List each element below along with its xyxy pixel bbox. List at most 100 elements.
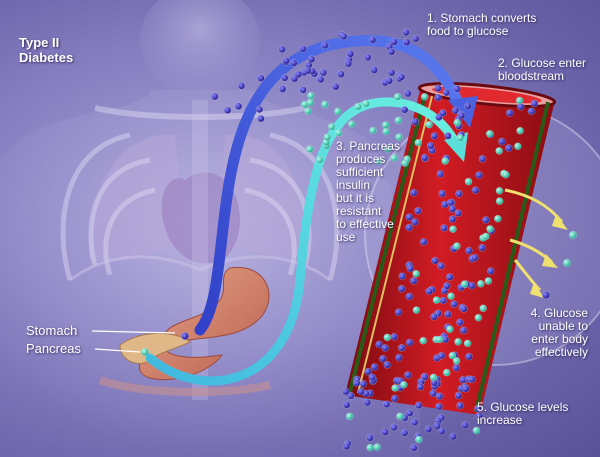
glucose-molecule [363,53,372,62]
glucose-molecule [390,332,399,341]
glucose-molecule [381,428,389,436]
insulin-molecule [484,277,493,285]
insulin-molecule [305,145,314,153]
step-3-line-7: to effective [336,217,394,231]
glucose-molecule [475,171,484,179]
insulin-molecule [502,170,510,179]
escape-arrowheads [530,214,568,298]
glucose-molecule [530,99,539,108]
insulin-molecules [140,91,578,452]
glucose-molecule [404,89,412,98]
insulin-molecule [568,230,578,240]
glucose-molecule [342,400,351,409]
insulin-molecule [327,123,336,131]
glucose-molecule [505,144,513,152]
glucose-molecule [387,47,396,56]
step-3-line-1: 3. Pancreas [336,139,401,153]
glucose-molecule [404,371,412,379]
step-1-line-2: food to glucose [427,24,509,38]
insulin-molecule [323,133,332,141]
insulin-molecule [486,225,494,233]
insulin-molecule [562,258,572,268]
insulin-molecule [420,93,429,101]
glucose-molecule [457,111,466,120]
lungs [89,134,306,262]
insulin-molecule [449,225,457,233]
glucose-molecule [339,32,348,41]
insulin-molecule [442,368,451,377]
glucose-molecule [357,387,365,396]
glucose-molecule [400,105,409,114]
glucose-molecule [461,421,469,430]
insulin-molecule [362,99,370,108]
glucose-molecule [459,326,468,335]
glucose-molecule [468,375,476,384]
glucose-molecule [294,70,303,79]
insulin-molecule [463,339,472,348]
insulin-molecule [306,98,315,107]
insulin-molecule [516,126,524,135]
glucose-molecule [474,404,482,413]
step-5-line-1: 5. Glucose levels [477,400,569,414]
insulin-molecule [456,134,465,142]
glucose-molecule [410,418,419,427]
insulin-molecule [333,107,342,116]
insulin-molecule [513,142,522,151]
glucose-molecule [439,296,448,305]
insulin-molecule [419,336,428,345]
glucose-molecule [414,207,422,215]
insulin-molecule [383,333,392,342]
glucose-molecule [420,153,429,162]
insulin-molecule [447,292,455,301]
glucose-molecule [448,215,457,223]
glucose-molecule [440,224,448,232]
glucose-molecule [411,118,420,126]
insulin-molecule [140,347,150,357]
glucose-molecule [391,394,399,403]
glucose-molecule [257,114,265,123]
glucose-molecule [397,344,406,352]
insulin-molecule [373,443,382,451]
glucose-molecule [478,155,487,163]
insulin-molecule [347,120,356,128]
step-4-label: 4. Glucose unable to enter body effectiv… [531,307,588,359]
glucose-molecule [402,28,410,37]
insulin-molecule [453,118,462,127]
insulin-molecule [399,380,408,389]
insulin-molecule [315,156,324,164]
insulin-molecule [495,187,504,195]
insulin-molecule [448,351,457,360]
glucose-molecule [395,353,403,362]
glucose-molecule [381,344,390,352]
insulin-molecule [381,121,390,129]
insulin-molecule [382,127,390,136]
glucose-molecule [437,262,445,270]
glucose-molecule [278,45,286,54]
glucose-molecule [405,409,414,417]
step-4-line-2: unable to [538,319,588,333]
glucose-molecule [398,272,407,281]
glucose-molecule [406,264,415,273]
glucose-molecule [379,354,387,363]
glucose-molecule [400,428,409,437]
glucose-molecule [368,373,377,382]
glucose-molecule [455,190,463,198]
glucose-molecule [541,290,551,300]
glucose-molecule [383,361,392,369]
glucose-molecule [364,367,372,376]
glucose-molecule [368,35,377,44]
glucose-molecule [257,74,265,82]
insulin-molecule [425,120,434,129]
glucose-molecule [435,392,444,401]
step-3-line-5: but it is [336,191,375,205]
glucose-molecule [446,198,455,207]
glucose-molecule [411,34,420,43]
glucose-molecule [414,401,423,410]
glucose-molecule [319,68,328,77]
glucose-molecule [478,244,486,252]
insulin-molecule [432,296,441,304]
glucose-molecule [437,351,446,360]
insulin-molecule [334,129,343,137]
insulin-molecule [474,313,483,322]
